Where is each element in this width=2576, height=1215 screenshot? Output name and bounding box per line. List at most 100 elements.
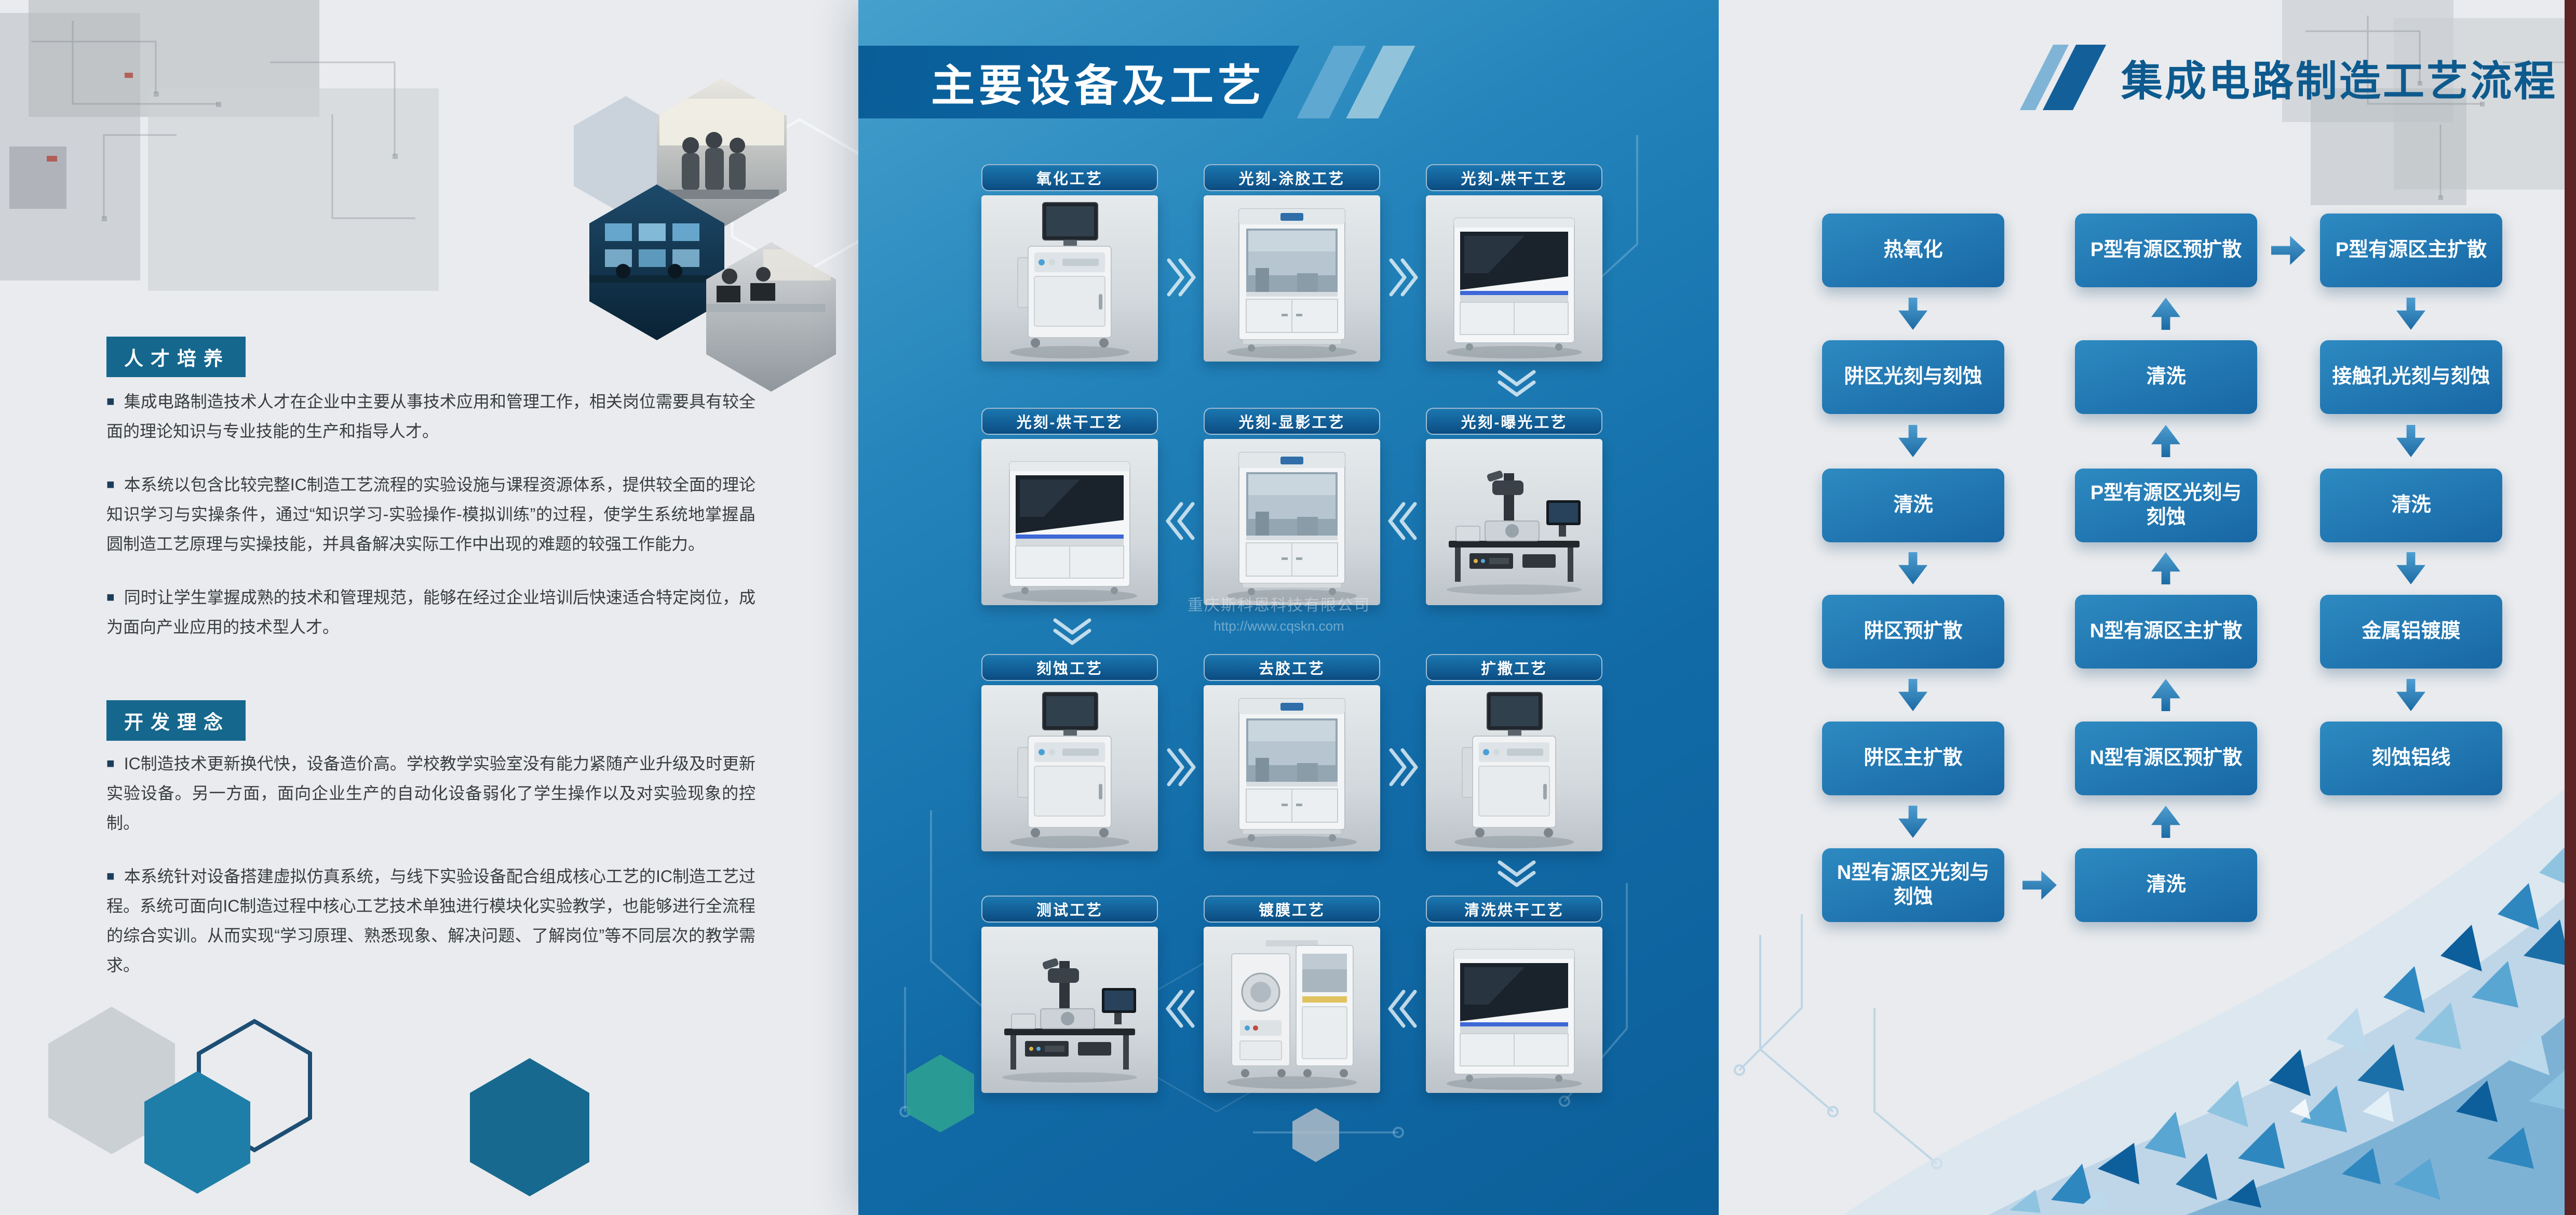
arrow-up-icon xyxy=(2151,298,2180,330)
flow-step: 阱区主扩散 xyxy=(1822,722,2004,795)
arrow-up-icon xyxy=(2151,552,2180,584)
equipment-photo xyxy=(1426,195,1602,362)
body-paragraph: ■IC制造技术更新换代快，设备造价高。学校教学实验室没有能力紧随产业升级及时更新… xyxy=(106,749,756,838)
equipment-photo xyxy=(1204,685,1380,851)
philosophy-paragraphs: ■IC制造技术更新换代快，设备造价高。学校教学实验室没有能力紧随产业升级及时更新… xyxy=(106,749,756,1004)
machine-with-monitor-illustration xyxy=(1009,692,1130,849)
flow-step: N型有源区预扩散 xyxy=(2075,722,2257,795)
paragraph-text: 同时让学生掌握成熟的技术和管理规范，能够在经过企业培训后快速适合特定岗位，成为面… xyxy=(106,588,756,636)
equipment-card: 刻蚀工艺 xyxy=(981,654,1158,851)
equipment-photo xyxy=(1426,927,1602,1093)
deco-circuit-photo xyxy=(148,88,439,291)
flow-step: 金属铝镀膜 xyxy=(2320,595,2502,669)
flow-step: P型有源区主扩散 xyxy=(2320,213,2502,287)
bullet-icon: ■ xyxy=(106,867,115,884)
equipment-card: 镀膜工艺 xyxy=(1204,896,1380,1093)
flow-step: 清洗 xyxy=(2075,848,2257,922)
equipment-photo xyxy=(981,195,1158,362)
right-panel: 集成电路制造工艺流程 热氧化 阱区光刻与刻蚀 清洗 阱区预扩散 阱区主扩散 N型… xyxy=(1719,0,2576,1215)
arrow-right-icon xyxy=(2271,236,2305,265)
laminar-bench-illustration xyxy=(1002,461,1138,603)
equipment-photo xyxy=(981,439,1158,605)
right-panel-title: 集成电路制造工艺流程 xyxy=(2121,58,2557,104)
coater-illustration xyxy=(1226,939,1358,1090)
fume-hood-illustration xyxy=(1226,698,1357,849)
arrow-down-icon xyxy=(2396,552,2425,584)
body-paragraph: ■本系统针对设备搭建虚拟仿真系统，与线下实验设备配合组成核心工艺的IC制造工艺过… xyxy=(106,862,756,980)
equipment-card: 光刻-显影工艺 xyxy=(1204,408,1380,605)
equipment-label: 去胶工艺 xyxy=(1204,654,1380,681)
equipment-label: 光刻-曝光工艺 xyxy=(1426,408,1602,435)
equipment-card: 氧化工艺 xyxy=(981,164,1158,362)
equipment-photo xyxy=(1204,927,1380,1093)
deco-circuit-lines xyxy=(31,21,415,221)
probe-station-illustration xyxy=(1446,469,1582,595)
body-paragraph: ■本系统以包含比较完整IC制造工艺流程的实验设施与课程资源体系，提供较全面的理论… xyxy=(106,470,756,559)
bullet-icon: ■ xyxy=(106,755,115,771)
arrow-down-icon xyxy=(2396,425,2425,457)
equipment-card: 光刻-烘干工艺 xyxy=(1426,164,1602,362)
chevron-down-icon xyxy=(1053,618,1091,645)
equipment-label: 光刻-显影工艺 xyxy=(1204,408,1380,435)
equipment-card: 去胶工艺 xyxy=(1204,654,1380,851)
watermark-url: http://www.cqskn.com xyxy=(1213,618,1344,634)
fume-hood-illustration xyxy=(1226,452,1357,603)
arrow-up-icon xyxy=(2151,679,2180,711)
bullet-icon: ■ xyxy=(106,589,115,605)
equipment-label: 测试工艺 xyxy=(981,896,1158,923)
chevron-right-icon xyxy=(1167,748,1196,786)
chevron-left-icon xyxy=(1166,502,1195,540)
equipment-label: 刻蚀工艺 xyxy=(981,654,1158,681)
bullet-icon: ■ xyxy=(106,476,115,492)
paragraph-text: 集成电路制造技术人才在企业中主要从事技术应用和管理工作，相关岗位需要具有较全面的… xyxy=(106,392,756,440)
paragraph-text: 本系统以包含比较完整IC制造工艺流程的实验设施与课程资源体系，提供较全面的理论知… xyxy=(106,475,756,553)
body-paragraph: ■集成电路制造技术人才在企业中主要从事技术应用和管理工作，相关岗位需要具有较全面… xyxy=(106,387,756,446)
flow-step: 刻蚀铝线 xyxy=(2320,722,2502,795)
paragraph-text: IC制造技术更新换代快，设备造价高。学校教学实验室没有能力紧随产业升级及时更新实… xyxy=(106,754,756,832)
section-badge-philosophy: 开发理念 xyxy=(106,700,246,741)
flow-step: 清洗 xyxy=(2075,340,2257,414)
flow-step: P型有源区光刻与刻蚀 xyxy=(2075,469,2257,542)
chevron-right-icon xyxy=(1389,258,1418,297)
chevron-down-icon xyxy=(1498,370,1536,397)
equipment-label: 氧化工艺 xyxy=(981,164,1158,191)
equipment-photo xyxy=(981,927,1158,1093)
flow-step: P型有源区预扩散 xyxy=(2075,213,2257,287)
chevron-left-icon xyxy=(1388,990,1417,1028)
equipment-photo xyxy=(1426,685,1602,851)
flow-step: N型有源区光刻与刻蚀 xyxy=(1822,848,2004,922)
equipment-label: 光刻-烘干工艺 xyxy=(981,408,1158,435)
machine-with-monitor-illustration xyxy=(1009,202,1130,359)
equipment-label: 光刻-烘干工艺 xyxy=(1426,164,1602,191)
equipment-card: 清洗烘干工艺 xyxy=(1426,896,1602,1093)
equipment-photo xyxy=(1426,439,1602,605)
paragraph-text: 本系统针对设备搭建虚拟仿真系统，与线下实验设备配合组成核心工艺的IC制造工艺过程… xyxy=(106,866,756,974)
equipment-photo xyxy=(981,685,1158,851)
equipment-photo xyxy=(1204,439,1380,605)
equipment-card: 扩撒工艺 xyxy=(1426,654,1602,851)
chevron-down-icon xyxy=(1498,860,1536,887)
equipment-label: 扩撒工艺 xyxy=(1426,654,1602,681)
arrow-down-icon xyxy=(1898,425,1927,457)
arrow-up-icon xyxy=(2151,425,2180,457)
watermark: 重庆斯科恩科技有限公司 http://www.cqskn.com xyxy=(1149,592,1409,634)
equipment-photo xyxy=(1204,195,1380,362)
chevron-left-icon xyxy=(1388,502,1417,540)
middle-panel: 主要设备及工艺 氧化工艺 光刻-涂胶工艺 光刻-烘干工艺 光刻-烘干工艺 光刻-… xyxy=(858,0,1719,1215)
flow-step: 清洗 xyxy=(1822,469,2004,542)
fume-hood-illustration xyxy=(1226,208,1357,359)
probe-station-illustration xyxy=(1002,957,1138,1083)
flow-step: 接触孔光刻与刻蚀 xyxy=(2320,340,2502,414)
photo-collage xyxy=(574,78,869,392)
equipment-label: 清洗烘干工艺 xyxy=(1426,896,1602,923)
flow-step: 阱区光刻与刻蚀 xyxy=(1822,340,2004,414)
chevron-right-icon xyxy=(1389,748,1418,786)
middle-panel-title: 主要设备及工艺 xyxy=(931,61,1266,110)
equipment-label: 镀膜工艺 xyxy=(1204,896,1380,923)
flow-step: 清洗 xyxy=(2320,469,2502,542)
deco-hexagons xyxy=(48,1007,589,1196)
arrow-down-icon xyxy=(2396,298,2425,330)
watermark-company: 重庆斯科恩科技有限公司 xyxy=(1188,597,1370,614)
laminar-bench-illustration xyxy=(1446,218,1582,359)
